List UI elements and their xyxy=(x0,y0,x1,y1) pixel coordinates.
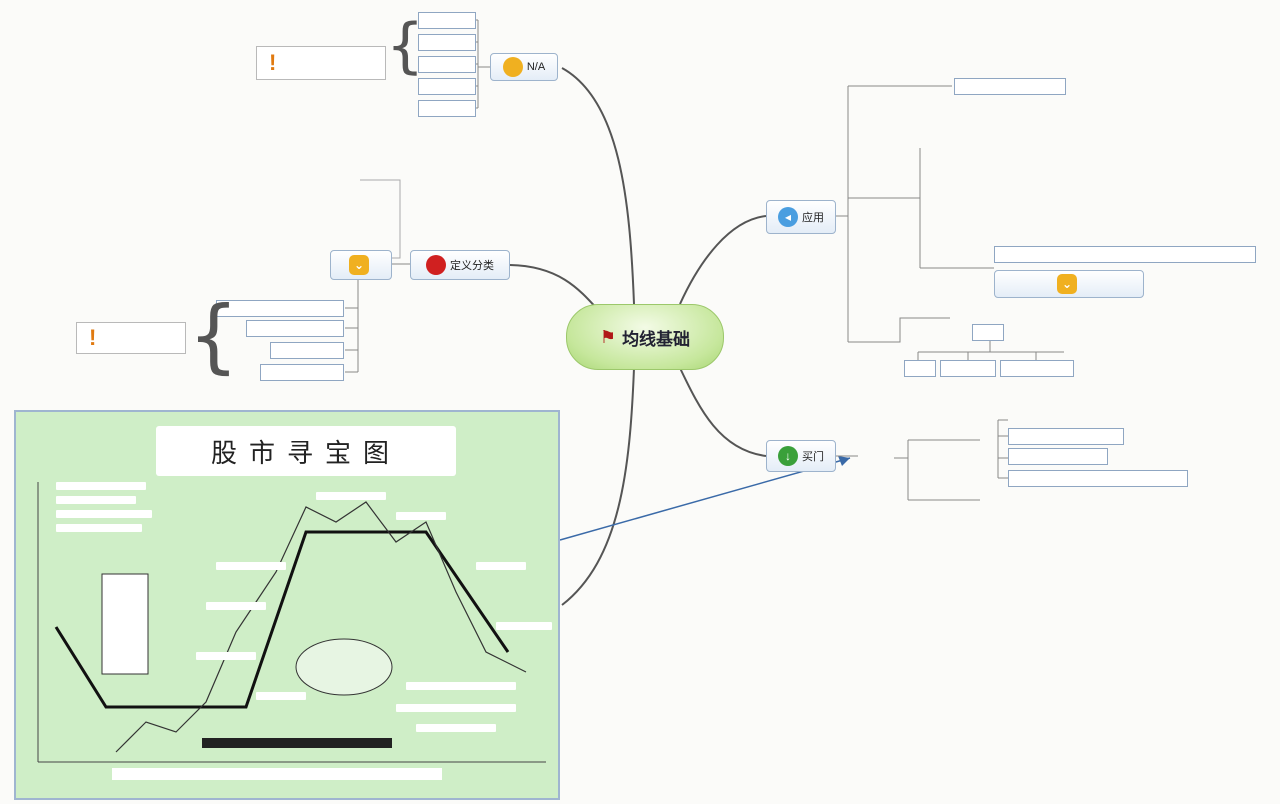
leaf-top-1[interactable] xyxy=(418,12,476,29)
branch-buy-label: 买门 xyxy=(802,451,824,463)
usage-detail-1[interactable] xyxy=(954,78,1066,95)
usage-subnode-2[interactable] xyxy=(940,360,996,377)
download-icon: ↓ xyxy=(778,446,798,466)
def-leaf-2[interactable] xyxy=(246,320,344,337)
def-leaf-4[interactable] xyxy=(260,364,344,381)
thumb-label xyxy=(396,512,446,520)
thumb-label xyxy=(416,724,496,732)
chevron-down-icon: ⌄ xyxy=(1057,274,1077,294)
bracket-def: { xyxy=(188,289,239,382)
thumb-label xyxy=(406,682,516,690)
usage-note[interactable]: ⌄ xyxy=(994,270,1144,298)
exclamation-icon: ! xyxy=(89,325,97,350)
usage-detail-4[interactable] xyxy=(994,246,1256,263)
def-leaf-3[interactable] xyxy=(270,342,344,359)
leaf-top-4[interactable] xyxy=(418,78,476,95)
buy-leaf-4[interactable] xyxy=(1008,470,1188,487)
usage-subnode-1[interactable] xyxy=(904,360,936,377)
stock-treasure-map-image[interactable]: 股市寻宝图 xyxy=(14,410,560,800)
usage-box[interactable] xyxy=(972,324,1004,341)
compass-icon: ◂ xyxy=(778,207,798,227)
thumbnail-chart xyxy=(37,482,546,780)
branch-definition-sub[interactable]: ⌄ xyxy=(330,250,392,280)
thumb-label xyxy=(316,492,386,500)
flag-icon: ⚑ xyxy=(599,326,617,347)
thumb-label xyxy=(256,692,306,700)
leaf-top-5[interactable] xyxy=(418,100,476,117)
def-leaf-1[interactable] xyxy=(216,300,344,317)
central-topic-label: 均线基础 xyxy=(622,329,691,349)
branch-top-left-label: N/A xyxy=(526,61,546,73)
thumb-label xyxy=(56,510,152,518)
branch-buy[interactable]: ↓ 买门 xyxy=(766,440,836,472)
branch-usage[interactable]: ◂ 应用 xyxy=(766,200,836,234)
branch-usage-label: 应用 xyxy=(802,212,824,224)
circle-icon xyxy=(502,57,523,77)
buy-leaf-2[interactable] xyxy=(1008,428,1124,445)
stop-icon xyxy=(426,255,446,275)
leaf-top-2[interactable] xyxy=(418,34,476,51)
warning-top[interactable]: ! xyxy=(256,46,386,80)
thumbnail-title: 股市寻宝图 xyxy=(156,426,456,476)
bracket-top: { xyxy=(386,11,425,81)
thumb-label xyxy=(196,652,256,660)
exclamation-icon: ! xyxy=(269,50,277,75)
warning-def[interactable]: ! xyxy=(76,322,186,354)
central-topic[interactable]: ⚑ 均线基础 xyxy=(566,304,724,370)
thumb-label xyxy=(496,622,552,630)
thumb-label xyxy=(56,482,146,490)
thumb-label xyxy=(216,562,286,570)
thumb-label xyxy=(56,496,136,504)
chevron-down-icon: ⌄ xyxy=(349,255,369,275)
branch-definition[interactable]: 定义分类 xyxy=(410,250,510,280)
branch-definition-label: 定义分类 xyxy=(450,260,494,272)
thumb-label xyxy=(56,524,142,532)
branch-top-left[interactable]: N/A xyxy=(490,53,558,81)
buy-leaf-3[interactable] xyxy=(1008,448,1108,465)
thumb-label xyxy=(396,704,516,712)
leaf-top-3[interactable] xyxy=(418,56,476,73)
usage-subnode-3[interactable] xyxy=(1000,360,1074,377)
thumb-label xyxy=(206,602,266,610)
thumb-label xyxy=(476,562,526,570)
